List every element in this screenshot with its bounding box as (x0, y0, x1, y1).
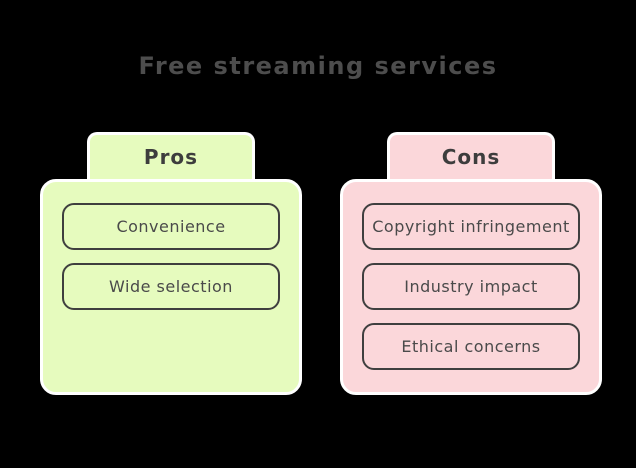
cons-panel: Copyright infringement Industry impact E… (340, 179, 602, 395)
cons-header-tab: Cons (387, 132, 555, 179)
pros-item-label: Convenience (116, 217, 226, 236)
pros-header-label: Pros (143, 145, 199, 169)
pros-item: Convenience (62, 203, 280, 250)
cons-item-label: Copyright infringement (372, 217, 570, 236)
cons-item-label: Ethical concerns (401, 337, 541, 356)
pros-header-tab: Pros (87, 132, 255, 179)
pros-item: Wide selection (62, 263, 280, 310)
pros-panel: Convenience Wide selection (40, 179, 302, 395)
pros-item-label: Wide selection (109, 277, 233, 296)
cons-item-label: Industry impact (404, 277, 538, 296)
cons-header-label: Cons (441, 145, 501, 169)
pros-column: Pros Convenience Wide selection (40, 132, 302, 395)
cons-item: Ethical concerns (362, 323, 580, 370)
cons-column: Cons Copyright infringement Industry imp… (340, 132, 602, 395)
cons-item: Industry impact (362, 263, 580, 310)
cons-item: Copyright infringement (362, 203, 580, 250)
diagram-title: Free streaming services (138, 52, 498, 80)
